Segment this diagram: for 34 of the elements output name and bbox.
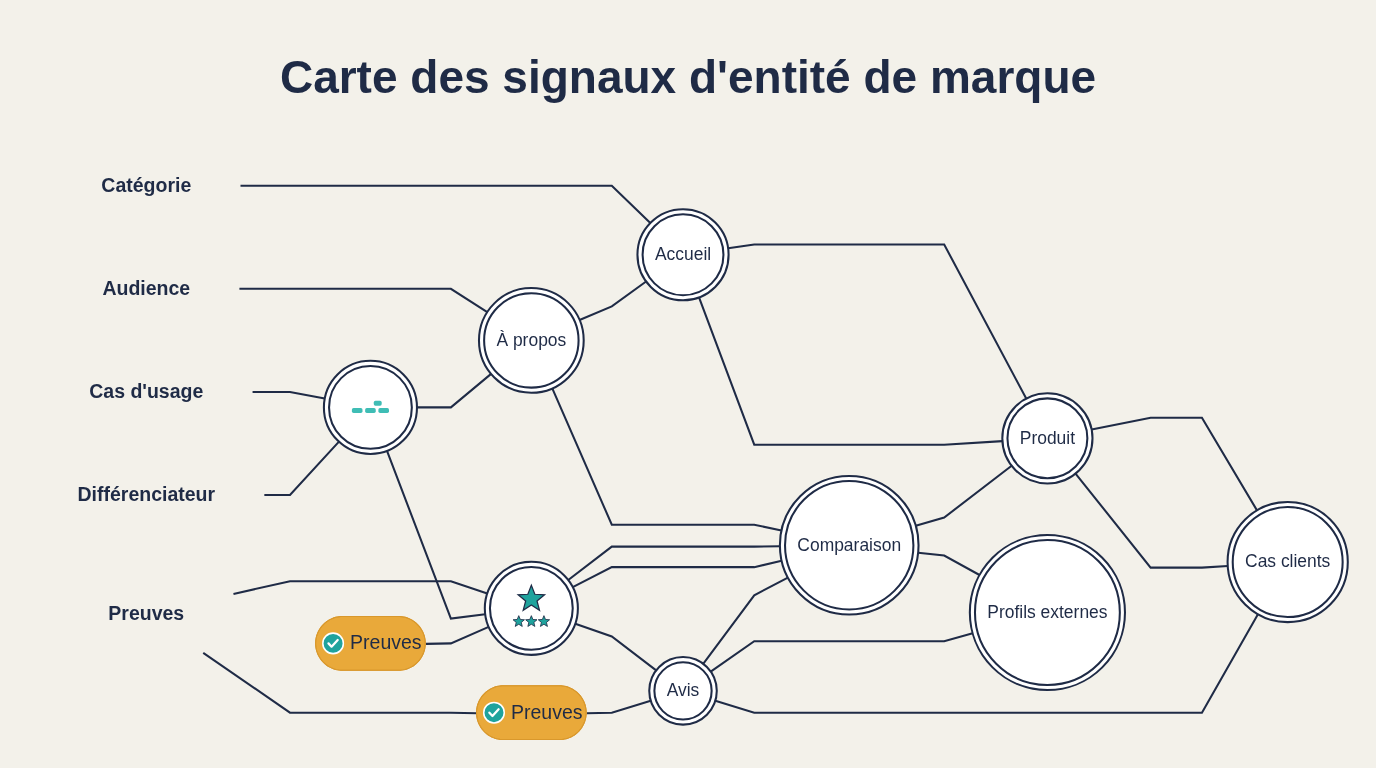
circle-node: Produit xyxy=(1001,392,1094,485)
connector-line xyxy=(239,287,488,313)
connector-line xyxy=(915,464,1013,527)
axis-label: Différenciateur xyxy=(77,483,216,506)
circle-node: Accueil xyxy=(636,208,730,302)
circle-node xyxy=(322,359,418,455)
connector-line xyxy=(240,184,652,224)
circle-node: Comparaison xyxy=(778,474,920,616)
circle-node: Profils externes xyxy=(968,533,1126,692)
connector-line xyxy=(579,280,647,321)
connector-line xyxy=(386,450,486,620)
connector-line xyxy=(1091,416,1258,511)
connector-line xyxy=(567,545,780,581)
circle-node: À propos xyxy=(477,287,585,394)
connector-line xyxy=(551,388,782,532)
circle-node: Cas clients xyxy=(1226,500,1349,624)
axis-label: Audience xyxy=(102,277,191,299)
connector-line xyxy=(425,626,490,645)
connector-line xyxy=(710,632,973,673)
axis-label: Cas d'usage xyxy=(89,380,204,402)
axis-label: Catégorie xyxy=(101,174,192,196)
connector-line xyxy=(715,613,1259,714)
proof-pill: Preuves xyxy=(315,615,426,671)
connector-line xyxy=(702,576,789,665)
connector-line xyxy=(264,440,340,497)
circle-node: Avis xyxy=(648,656,718,726)
axis-label: Preuves xyxy=(108,602,185,624)
connector-line xyxy=(252,390,325,400)
connector-line xyxy=(416,373,492,409)
circle-node xyxy=(483,560,579,656)
diagram-title: Carte des signaux d'entité de marque xyxy=(278,52,1098,103)
proof-pill: Preuves xyxy=(476,685,587,741)
connector-line xyxy=(918,551,980,576)
connector-line xyxy=(233,580,488,595)
